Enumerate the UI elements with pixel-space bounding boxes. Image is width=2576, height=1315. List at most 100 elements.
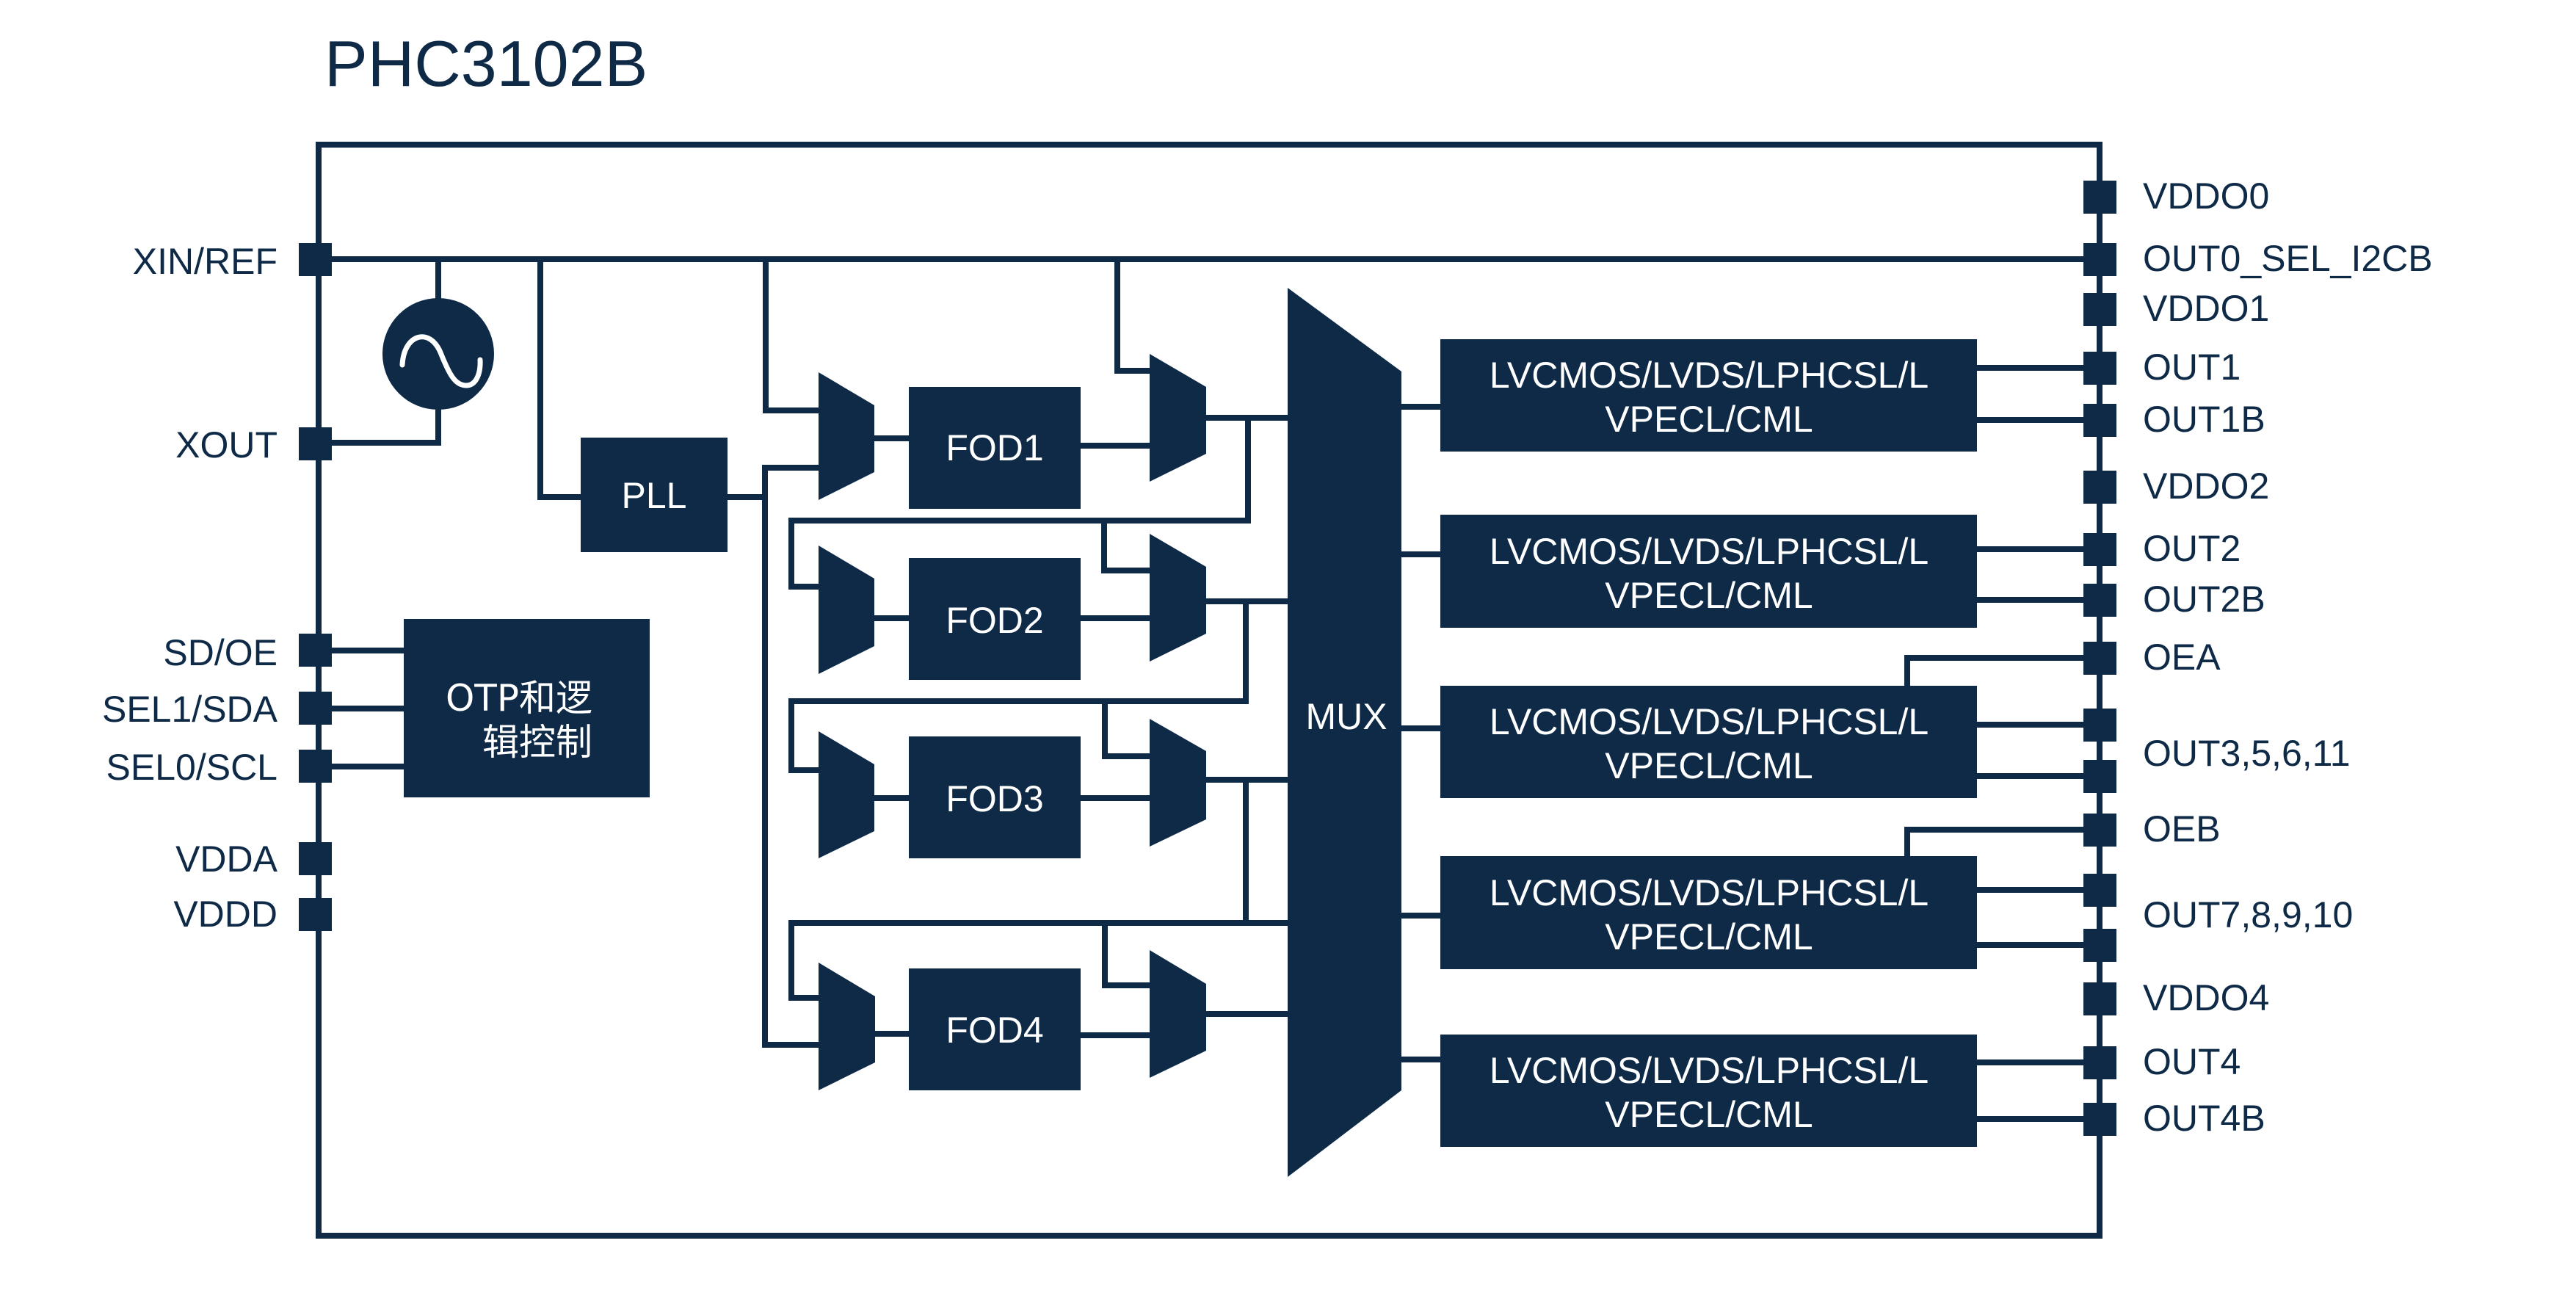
fod-4-label: FOD4 — [946, 1010, 1043, 1051]
pin-label-out2: OUT2 — [2143, 528, 2241, 569]
main-mux-label: MUX — [1305, 696, 1387, 737]
pad-vddo0 — [2083, 181, 2116, 214]
driver-1: LVCMOS/LVDS/LPHCSL/L VPECL/CML — [1440, 339, 1977, 452]
pin-label-vddo0: VDDO0 — [2143, 175, 2269, 217]
pin-label-oeb: OEB — [2143, 808, 2221, 850]
pad-vdda — [299, 842, 332, 875]
otp-label-line1: OTP和逻 — [446, 677, 592, 720]
oscillator — [329, 256, 494, 446]
driver-2-line2: VPECL/CML — [1605, 575, 1813, 616]
output-mux-4 — [1150, 950, 1206, 1078]
fod-1-label: FOD1 — [946, 427, 1043, 468]
pad-vddo1 — [2083, 293, 2116, 326]
pin-label-out4b: OUT4B — [2143, 1098, 2265, 1139]
pin-label-sel0-scl: SEL0/SCL — [106, 747, 277, 788]
input-mux-1 — [819, 372, 874, 500]
pad-out7-b — [2083, 929, 2116, 962]
left-pads — [299, 243, 332, 931]
output-mux-2 — [1150, 534, 1206, 662]
pad-out1 — [2083, 352, 2116, 385]
wire-oea — [1904, 655, 2086, 689]
pad-oea — [2083, 642, 2116, 675]
fod-3 — [909, 736, 1081, 858]
otp-logic-block: OTP和逻 辑控制 — [404, 619, 650, 797]
pin-label-out3-group: OUT3,5,6,11 — [2143, 733, 2351, 774]
loop-1-2 — [788, 415, 1251, 590]
pin-label-vddo2: VDDO2 — [2143, 465, 2269, 507]
oscillator-circle — [382, 298, 494, 410]
pad-sel0-scl — [299, 750, 332, 783]
main-mux — [1288, 288, 1401, 1177]
driver-5-line1: LVCMOS/LVDS/LPHCSL/L — [1490, 1050, 1929, 1091]
pad-vddo2 — [2083, 471, 2116, 504]
xin-to-inmux1-wire — [763, 256, 821, 413]
output-mux-3 — [1150, 719, 1206, 847]
driver-1-line2: VPECL/CML — [1605, 399, 1813, 440]
pll-block: PLL — [581, 438, 728, 552]
pin-label-out2b: OUT2B — [2143, 579, 2265, 620]
input-mux-3 — [819, 731, 874, 858]
fod-2 — [909, 558, 1081, 680]
driver-2: LVCMOS/LVDS/LPHCSL/L VPECL/CML — [1440, 515, 1977, 628]
pad-sd-oe — [299, 634, 332, 667]
input-mux-4 — [819, 963, 875, 1090]
pin-label-out4: OUT4 — [2143, 1041, 2241, 1082]
xin-to-outmux1-wire — [1114, 256, 1153, 374]
driver-2-line1: LVCMOS/LVDS/LPHCSL/L — [1490, 531, 1929, 572]
pad-out4b — [2083, 1103, 2116, 1136]
pad-vddd — [299, 898, 332, 931]
right-pads — [2083, 181, 2116, 1136]
driver-5: LVCMOS/LVDS/LPHCSL/L VPECL/CML — [1440, 1035, 1977, 1147]
pin-label-xout: XOUT — [175, 424, 277, 465]
pad-out7-a — [2083, 874, 2116, 907]
loop-2-3 — [788, 598, 1249, 773]
driver-4-line1: LVCMOS/LVDS/LPHCSL/L — [1490, 872, 1929, 913]
fod-3-label: FOD3 — [946, 778, 1043, 819]
fod-2-label: FOD2 — [946, 600, 1043, 641]
pll-label: PLL — [622, 475, 687, 516]
pad-out3-a — [2083, 709, 2116, 742]
pad-xin-ref — [299, 243, 332, 276]
pin-label-xin-ref: XIN/REF — [133, 241, 277, 282]
pad-out0-sel-i2cb — [2083, 243, 2116, 276]
loop-3-4-branch — [1102, 920, 1153, 988]
pad-out3-b — [2083, 760, 2116, 793]
pin-label-vddo1: VDDO1 — [2143, 288, 2269, 329]
fod-4 — [909, 968, 1081, 1090]
pin-label-vddd: VDDD — [173, 894, 277, 935]
wire-oeb — [1904, 827, 2086, 859]
driver-3: LVCMOS/LVDS/LPHCSL/L VPECL/CML — [1440, 686, 1977, 798]
fod-1 — [909, 387, 1081, 509]
pad-xout — [299, 427, 332, 460]
loop-2-3-branch — [1102, 698, 1153, 759]
pad-out2 — [2083, 533, 2116, 566]
pin-label-sel1-sda: SEL1/SDA — [102, 689, 278, 730]
pin-label-oea: OEA — [2143, 637, 2221, 678]
loop-1-2-branch — [1101, 518, 1153, 573]
driver-3-line1: LVCMOS/LVDS/LPHCSL/L — [1490, 701, 1929, 742]
pin-label-vdda: VDDA — [175, 838, 278, 880]
driver-1-line1: LVCMOS/LVDS/LPHCSL/L — [1490, 355, 1929, 396]
pad-out2b — [2083, 584, 2116, 617]
pin-label-out0-sel-i2cb: OUT0_SEL_I2CB — [2143, 238, 2433, 279]
driver-3-line2: VPECL/CML — [1605, 745, 1813, 786]
output-mux-1 — [1150, 354, 1206, 482]
pad-out1b — [2083, 404, 2116, 437]
pin-label-out7-group: OUT7,8,9,10 — [2143, 894, 2353, 935]
pin-label-out1b: OUT1B — [2143, 399, 2265, 440]
driver-4-line2: VPECL/CML — [1605, 916, 1813, 957]
chip-outline — [316, 142, 2102, 1239]
pad-out4 — [2083, 1046, 2116, 1079]
driver-4: LVCMOS/LVDS/LPHCSL/L VPECL/CML — [1440, 856, 1977, 969]
chip-title: PHC3102B — [324, 27, 647, 100]
driver-5-line2: VPECL/CML — [1605, 1094, 1813, 1135]
loop-3-4 — [788, 920, 1291, 1001]
pad-oeb — [2083, 814, 2116, 847]
pin-label-vddo4: VDDO4 — [2143, 977, 2269, 1018]
pin-label-out1: OUT1 — [2143, 347, 2241, 388]
pin-label-sd-oe: SD/OE — [163, 632, 277, 673]
sine-wave-icon — [399, 334, 483, 388]
xin-to-pll-wire — [537, 256, 584, 500]
pad-sel1-sda — [299, 692, 332, 725]
